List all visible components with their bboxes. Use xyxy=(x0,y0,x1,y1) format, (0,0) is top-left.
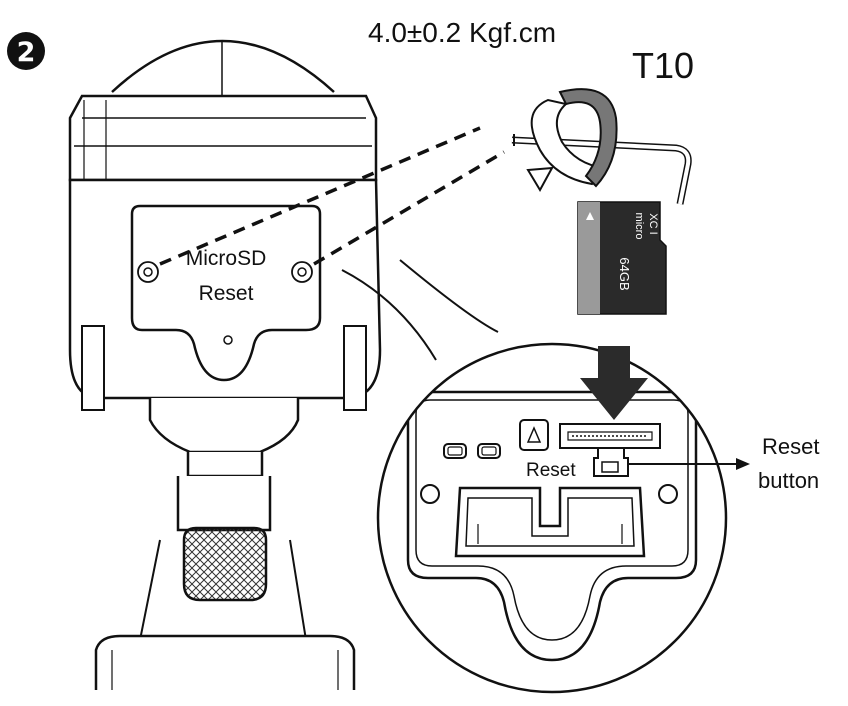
card-class: XC I xyxy=(647,213,659,234)
cover-label-microsd: MicroSD xyxy=(186,247,267,270)
detail-magnifier: Reset xyxy=(376,342,728,694)
step-badge: 2 xyxy=(7,32,45,70)
camera-body xyxy=(68,39,382,690)
detail-reset-label: Reset xyxy=(526,460,576,481)
torx-key-icon xyxy=(511,134,692,205)
card-brand: micro xyxy=(633,213,645,240)
reset-callout-arrow xyxy=(628,458,750,470)
screw-right xyxy=(291,261,313,283)
step-number: 2 xyxy=(17,37,36,68)
magnifier-connector xyxy=(341,259,499,361)
cover-label-reset: Reset xyxy=(199,282,254,305)
card-capacity: 64GB xyxy=(617,257,632,290)
microsd-card-icon: 64GB micro XC I xyxy=(577,201,667,315)
callout-reset-line1: Reset xyxy=(762,434,819,459)
screw-left xyxy=(137,261,159,283)
torque-spec: 4.0±0.2 Kgf.cm xyxy=(368,17,556,48)
callout-reset-line2: button xyxy=(758,468,819,493)
rotation-arrow-icon xyxy=(526,88,618,193)
screw-guide-lines xyxy=(159,126,505,266)
insert-arrow-icon xyxy=(580,346,648,420)
tool-label: T10 xyxy=(632,45,694,86)
